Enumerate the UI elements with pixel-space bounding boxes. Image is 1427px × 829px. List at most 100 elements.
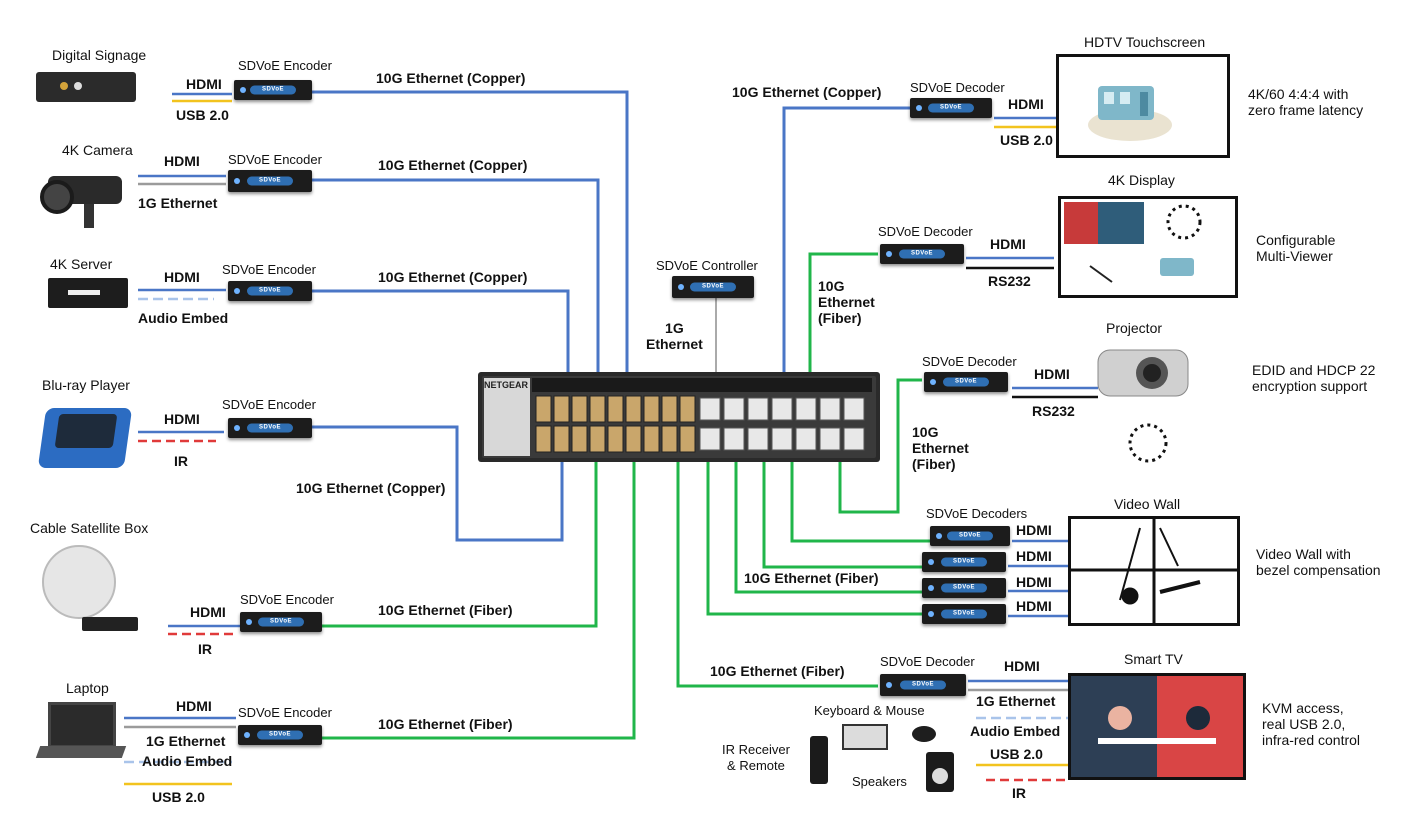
link-label: 10G Ethernet (Fiber) xyxy=(710,663,845,679)
link-4k-camera xyxy=(312,178,600,372)
decoder-box: SDVoE xyxy=(922,552,1006,572)
source-name: Blu-ray Player xyxy=(42,377,130,393)
laptop-icon xyxy=(35,702,127,762)
dest-name: Video Wall xyxy=(1114,496,1181,512)
signal-label: HDMI xyxy=(1016,522,1052,538)
encoder-box: SDVoE xyxy=(228,418,312,438)
signal-label: USB 2.0 xyxy=(152,789,205,805)
link-label: 10G Ethernet (Fiber) xyxy=(912,424,969,472)
signal-label: HDMI xyxy=(164,153,200,169)
link-label: 10G Ethernet (Copper) xyxy=(378,157,528,173)
signal-label: RS232 xyxy=(988,273,1031,289)
link-wall-4 xyxy=(706,462,922,616)
signal-label: HDMI xyxy=(190,604,226,620)
link-label: 10G Ethernet (Copper) xyxy=(378,269,528,285)
videowall-screen xyxy=(1068,516,1240,626)
dest-name: Smart TV xyxy=(1124,651,1183,667)
multiview-illustration xyxy=(1064,202,1202,283)
dest-signal-lines xyxy=(966,116,1098,782)
source-name: 4K Camera xyxy=(62,142,133,158)
encoder-label: SDVoE Encoder xyxy=(240,592,334,607)
rj45-ports xyxy=(699,397,865,451)
hdtv-screen xyxy=(1056,54,1230,158)
signal-label: HDMI xyxy=(1034,366,1070,382)
controller-box: SDVoE xyxy=(672,276,754,298)
signal-label: IR xyxy=(174,453,188,469)
link-label: 10G Ethernet (Fiber) xyxy=(378,602,513,618)
encoder-label: SDVoE Encoder xyxy=(228,152,322,167)
source-name: Cable Satellite Box xyxy=(30,520,149,536)
decoder-box: SDVoE xyxy=(922,578,1006,598)
decoder-box: SDVoE xyxy=(924,372,1008,392)
smarttv-illustration xyxy=(1071,676,1243,777)
link-4k-server xyxy=(312,289,570,372)
signal-label: 1G Ethernet xyxy=(146,733,226,749)
copper-links xyxy=(312,90,910,542)
signal-label: 1G Ethernet xyxy=(138,195,218,211)
decoder-box: SDVoE xyxy=(922,604,1006,624)
signal-label: HDMI xyxy=(176,698,212,714)
link-label: 10G Ethernet (Copper) xyxy=(376,70,526,86)
dest-note: EDID and HDCP 22 encryption support xyxy=(1252,362,1376,394)
signal-label: HDMI xyxy=(164,411,200,427)
encoder-box: SDVoE xyxy=(228,170,312,192)
link-label: 10G Ethernet (Fiber) xyxy=(378,716,513,732)
signal-label: HDMI xyxy=(990,236,1026,252)
smarttv-screen xyxy=(1068,673,1246,780)
link-label: 10G Ethernet (Fiber) xyxy=(818,278,875,326)
signal-label: HDMI xyxy=(1016,574,1052,590)
keyboard-icon xyxy=(842,724,888,750)
decoder-label: SDVoE Decoders xyxy=(926,506,1028,521)
signal-label: HDMI xyxy=(1004,658,1040,674)
link-projector xyxy=(838,378,922,514)
link-smart-tv xyxy=(676,462,878,688)
link-label: 10G Ethernet (Copper) xyxy=(732,84,882,100)
source-signal-lines xyxy=(124,92,240,786)
encoder-box: SDVoE xyxy=(228,281,312,301)
link-digital-signage xyxy=(312,90,629,372)
encoder-box: SDVoE xyxy=(240,612,322,632)
remote-icon xyxy=(810,736,828,784)
projector-illustration xyxy=(1097,349,1189,463)
signal-label: Audio Embed xyxy=(970,723,1061,739)
bluray-player-icon xyxy=(37,408,133,468)
link-bluray xyxy=(312,425,564,542)
signal-label: HDMI xyxy=(164,269,200,285)
decoder-box: SDVoE xyxy=(880,674,966,696)
encoder-box: SDVoE xyxy=(238,725,322,745)
signal-label: HDMI xyxy=(1016,548,1052,564)
speaker-icon xyxy=(926,752,954,792)
decoder-box: SDVoE xyxy=(930,526,1010,546)
link-label: 10G Ethernet (Copper) xyxy=(296,480,446,496)
signal-label: USB 2.0 xyxy=(990,746,1043,762)
network-switch xyxy=(478,372,880,462)
link-label: 10G Ethernet (Fiber) xyxy=(744,570,879,586)
encoder-label: SDVoE Encoder xyxy=(222,262,316,277)
link-wall-3 xyxy=(734,462,922,594)
source-name: Laptop xyxy=(66,680,109,696)
source-name: 4K Server xyxy=(50,256,113,272)
signal-label: USB 2.0 xyxy=(176,107,229,123)
signal-label: Audio Embed xyxy=(138,310,229,326)
keyboard-mouse-label: Keyboard & Mouse xyxy=(814,703,925,718)
hdtv-illustration xyxy=(1088,86,1172,141)
sfp-ports xyxy=(535,395,696,453)
videowall-illustration xyxy=(1070,519,1238,624)
signal-label: USB 2.0 xyxy=(1000,132,1053,148)
link-4k-display xyxy=(808,252,878,372)
decoder-box: SDVoE xyxy=(910,98,992,118)
switch-brand: NETGEAR xyxy=(484,380,529,390)
dest-note: KVM access, real USB 2.0, infra-red cont… xyxy=(1262,700,1361,748)
signal-label: Audio Embed xyxy=(142,753,233,769)
camera-icon xyxy=(40,170,128,234)
dest-note: 4K/60 4:4:4 with zero frame latency xyxy=(1248,86,1364,118)
decoder-box: SDVoE xyxy=(880,244,964,264)
signal-label: HDMI xyxy=(1008,96,1044,112)
signal-label: HDMI xyxy=(1016,598,1052,614)
ir-receiver-label: IR Receiver & Remote xyxy=(722,742,790,773)
mouse-icon xyxy=(912,726,936,742)
signal-label: HDMI xyxy=(186,76,222,92)
decoder-label: SDVoE Decoder xyxy=(880,654,975,669)
dest-name: 4K Display xyxy=(1108,172,1175,188)
